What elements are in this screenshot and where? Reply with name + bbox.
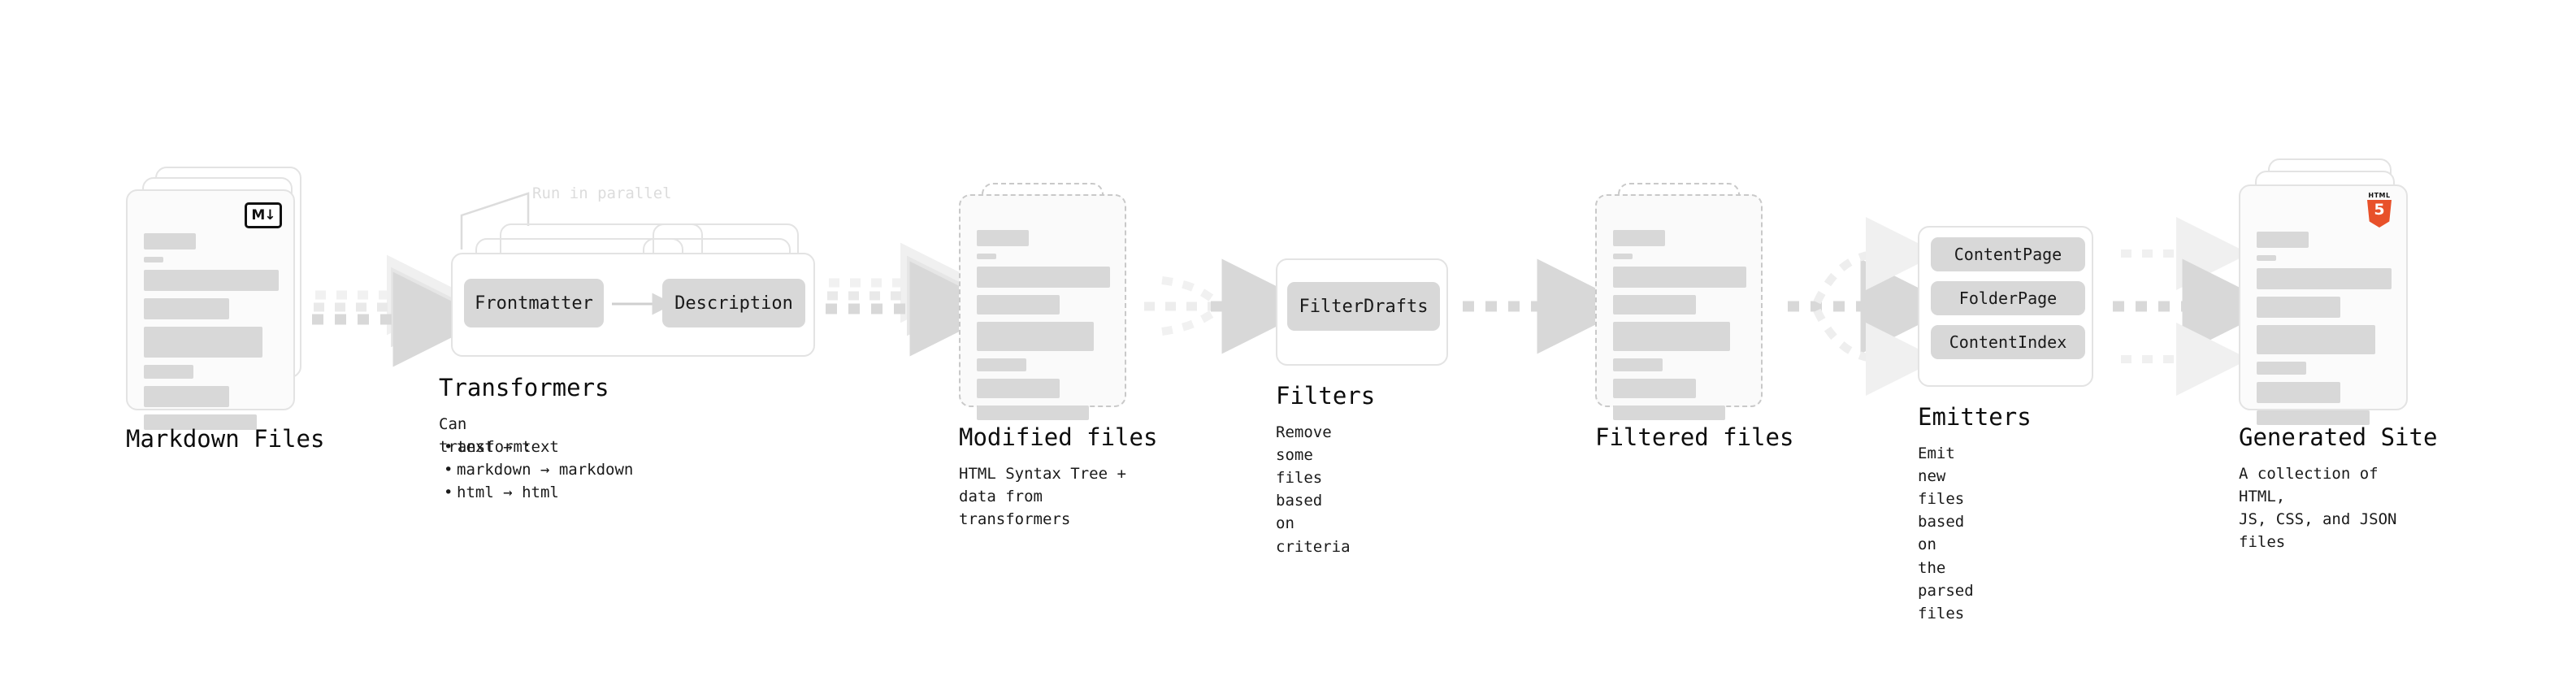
chip-description[interactable]: Description bbox=[662, 279, 805, 327]
arrow-emitters-to-site bbox=[2113, 217, 2278, 396]
run-in-parallel-label: Run in parallel bbox=[532, 184, 672, 202]
chip-contentpage[interactable]: ContentPage bbox=[1931, 237, 2085, 271]
stage-filtered-files: Filtered files bbox=[1595, 183, 1793, 451]
bullet-html: html → html bbox=[444, 481, 633, 504]
chip-filterdrafts[interactable]: FilterDrafts bbox=[1287, 282, 1440, 331]
modified-file-card-front bbox=[959, 194, 1126, 420]
markdown-file-card-front: M↓ bbox=[126, 189, 295, 430]
filters-card: FilterDrafts bbox=[1276, 258, 1448, 366]
stage-title-generated-site: Generated Site bbox=[2239, 423, 2438, 451]
stage-title-filtered-files: Filtered files bbox=[1595, 423, 1794, 451]
generated-file-card-html: HTML 5 bbox=[2239, 184, 2408, 425]
arrow-transformers-to-modified bbox=[826, 242, 1005, 357]
stage-markdown-files: M↓ M↓ M↓ Markdown Files bbox=[126, 167, 324, 453]
document-skeleton bbox=[977, 230, 1110, 427]
document-skeleton bbox=[144, 233, 279, 437]
filtered-file-card-front bbox=[1595, 194, 1763, 420]
chip-contentindex[interactable]: ContentIndex bbox=[1931, 325, 2085, 359]
stage-generated-site: CSS HTML 5 bbox=[2239, 158, 2437, 551]
transformers-bullet-list: text → text markdown → markdown html → h… bbox=[439, 436, 633, 504]
arrow-modified-to-filters bbox=[1144, 258, 1317, 354]
stage-title-emitters: Emitters bbox=[1918, 403, 2032, 431]
filters-subtitle: Remove some files based on criteria bbox=[1276, 423, 1351, 556]
frontmatter-to-description-arrow bbox=[612, 293, 674, 315]
document-skeleton bbox=[2257, 232, 2392, 432]
stage-title-markdown-files: Markdown Files bbox=[126, 425, 325, 453]
arrow-markdown-to-transformers bbox=[312, 254, 488, 367]
document-skeleton bbox=[1613, 230, 1746, 427]
chip-folderpage[interactable]: FolderPage bbox=[1931, 281, 2085, 315]
arrow-filtered-to-emitters bbox=[1788, 217, 1956, 396]
emitters-card: ContentPage FolderPage ContentIndex bbox=[1918, 226, 2093, 387]
stage-title-filters: Filters bbox=[1276, 382, 1376, 410]
stage-title-modified-files: Modified files bbox=[959, 423, 1158, 451]
generated-site-subtitle: A collection of HTML, JS, CSS, and JSON … bbox=[2239, 465, 2397, 552]
markdown-icon: M↓ bbox=[245, 202, 282, 228]
chip-frontmatter[interactable]: Frontmatter bbox=[464, 279, 604, 327]
html5-icon: HTML 5 bbox=[2364, 193, 2395, 228]
stage-title-transformers: Transformers bbox=[439, 374, 609, 401]
bullet-markdown: markdown → markdown bbox=[444, 458, 633, 481]
modified-files-subtitle: HTML Syntax Tree + data from transformer… bbox=[959, 465, 1126, 529]
transformer-card-front: Frontmatter Description bbox=[451, 253, 815, 357]
stage-modified-files: Modified files HTML Syntax Tree + data f… bbox=[959, 183, 1157, 528]
bullet-text: text → text bbox=[444, 436, 633, 458]
emitters-subtitle: Emit new files based on the parsed files bbox=[1918, 445, 1974, 622]
